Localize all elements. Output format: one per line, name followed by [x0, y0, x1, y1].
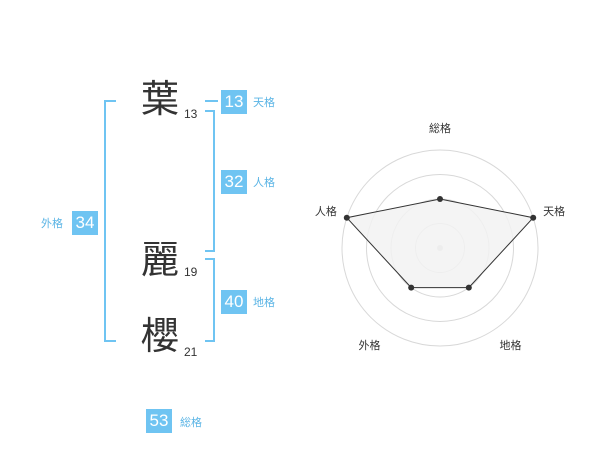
radar-axis-label: 人格: [315, 204, 337, 218]
chikaku-bracket: [205, 258, 215, 342]
name-char-1: 葉: [141, 77, 180, 121]
radar-point: [343, 214, 350, 221]
jinkaku-value: 32: [221, 170, 247, 194]
radar-axis-label: 総格: [429, 121, 451, 135]
soukaku-value: 53: [146, 409, 172, 433]
radar-axis-label: 天格: [543, 204, 565, 218]
radar-point: [408, 284, 415, 291]
soukaku-label: 総格: [180, 416, 202, 429]
stroke-count-2: 19: [184, 265, 198, 279]
tenkaku-bracket: [205, 100, 218, 102]
gaikaku-label: 外格: [41, 217, 63, 230]
radar-polygon: [345, 198, 535, 289]
radar-point: [437, 196, 443, 202]
gaikaku-bracket: [104, 100, 116, 342]
name-char-3: 櫻: [141, 314, 180, 358]
name-char-2: 麗: [141, 238, 180, 282]
radar-axis-label: 地格: [500, 338, 522, 352]
radar-ring: [341, 149, 539, 347]
chikaku-value: 40: [221, 290, 247, 314]
stroke-count-1: 13: [184, 107, 198, 121]
stroke-count-3: 21: [184, 345, 198, 359]
radar-axis-label: 外格: [358, 338, 380, 352]
chikaku-label: 地格: [253, 296, 275, 309]
gaikaku-value: 34: [72, 211, 98, 235]
tenkaku-value: 13: [221, 90, 247, 114]
radar-point: [465, 284, 472, 291]
jinkaku-bracket: [205, 110, 215, 252]
radar-point: [530, 214, 537, 221]
jinkaku-label: 人格: [253, 176, 275, 189]
radar-ring: [366, 174, 514, 322]
tenkaku-label: 天格: [253, 96, 275, 109]
